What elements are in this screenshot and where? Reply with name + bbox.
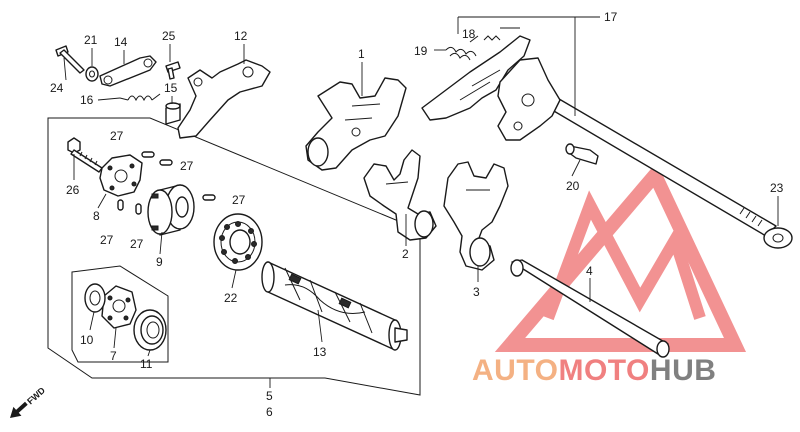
shift-arm-12 bbox=[177, 59, 271, 139]
callout-27-a: 27 bbox=[110, 129, 124, 143]
watermark-auto: AUTO bbox=[472, 354, 558, 387]
callout-23: 23 bbox=[770, 181, 784, 195]
callout-15: 15 bbox=[164, 81, 178, 95]
callout-21: 21 bbox=[84, 33, 98, 47]
shift-fork-2 bbox=[363, 149, 437, 241]
spring-16 bbox=[119, 93, 161, 102]
bolt-24 bbox=[55, 45, 85, 74]
callout-3: 3 bbox=[473, 285, 480, 299]
callout-6: 6 bbox=[266, 405, 273, 419]
callout-27-c: 27 bbox=[232, 193, 246, 207]
callout-12: 12 bbox=[234, 29, 248, 43]
fwd-arrow-icon bbox=[10, 401, 28, 418]
callout-4: 4 bbox=[586, 264, 593, 278]
callout-17: 17 bbox=[604, 10, 618, 24]
pins-27 bbox=[117, 151, 216, 215]
drum-center-9 bbox=[147, 184, 195, 236]
fwd-indicator: FWD bbox=[10, 385, 47, 418]
callout-25: 25 bbox=[162, 29, 176, 43]
leader-lines bbox=[63, 16, 779, 357]
washer-10 bbox=[84, 283, 106, 313]
callouts: 1 2 3 4 5 6 7 8 9 10 11 12 13 14 15 16 1… bbox=[50, 10, 784, 419]
callout-26: 26 bbox=[66, 183, 80, 197]
collar-15 bbox=[165, 102, 181, 125]
plate-7 bbox=[101, 285, 137, 329]
callout-18: 18 bbox=[462, 27, 476, 41]
spring-18 bbox=[483, 35, 501, 41]
callout-27-d: 27 bbox=[100, 233, 114, 247]
fork-shaft-4 bbox=[510, 259, 670, 358]
washer-23 bbox=[763, 227, 793, 249]
fwd-label: FWD bbox=[25, 385, 47, 406]
shift-fork-3 bbox=[443, 161, 509, 271]
callout-27-b: 27 bbox=[180, 159, 194, 173]
spring-19 bbox=[445, 35, 479, 61]
callout-14: 14 bbox=[114, 35, 128, 49]
callout-20: 20 bbox=[566, 179, 580, 193]
watermark-hub: HUB bbox=[650, 354, 717, 387]
callout-9: 9 bbox=[156, 255, 163, 269]
callout-1: 1 bbox=[358, 47, 365, 61]
callout-10: 10 bbox=[80, 333, 94, 347]
callout-24: 24 bbox=[50, 81, 64, 95]
shift-fork-1 bbox=[305, 77, 407, 171]
callout-7: 7 bbox=[110, 349, 117, 363]
washer-21 bbox=[85, 66, 99, 82]
bolt-25 bbox=[165, 61, 181, 80]
sub-assembly-box bbox=[71, 265, 169, 363]
callout-8: 8 bbox=[93, 209, 100, 223]
callout-2: 2 bbox=[402, 247, 409, 261]
stopper-arm-14 bbox=[99, 55, 157, 87]
shift-drum bbox=[261, 261, 408, 351]
stopper-plate-8 bbox=[99, 154, 143, 197]
bolt-26 bbox=[67, 137, 103, 173]
watermark-text: AUTOMOTOHUB bbox=[472, 354, 716, 387]
callout-16: 16 bbox=[80, 93, 94, 107]
callout-19: 19 bbox=[414, 44, 428, 58]
callout-27-e: 27 bbox=[130, 237, 144, 251]
watermark-logo bbox=[494, 162, 747, 352]
callout-5: 5 bbox=[266, 389, 273, 403]
watermark-moto: MOTO bbox=[558, 354, 649, 387]
pin-20 bbox=[565, 143, 599, 165]
gearshift-spindle-17 bbox=[421, 35, 777, 237]
callout-22: 22 bbox=[224, 291, 238, 305]
svg-text:AUTOMOTOHUB: AUTOMOTOHUB bbox=[472, 354, 716, 387]
callout-11: 11 bbox=[140, 357, 153, 371]
oil-seal-11 bbox=[133, 309, 167, 351]
callout-13: 13 bbox=[313, 345, 327, 359]
bearing-22 bbox=[213, 213, 263, 271]
